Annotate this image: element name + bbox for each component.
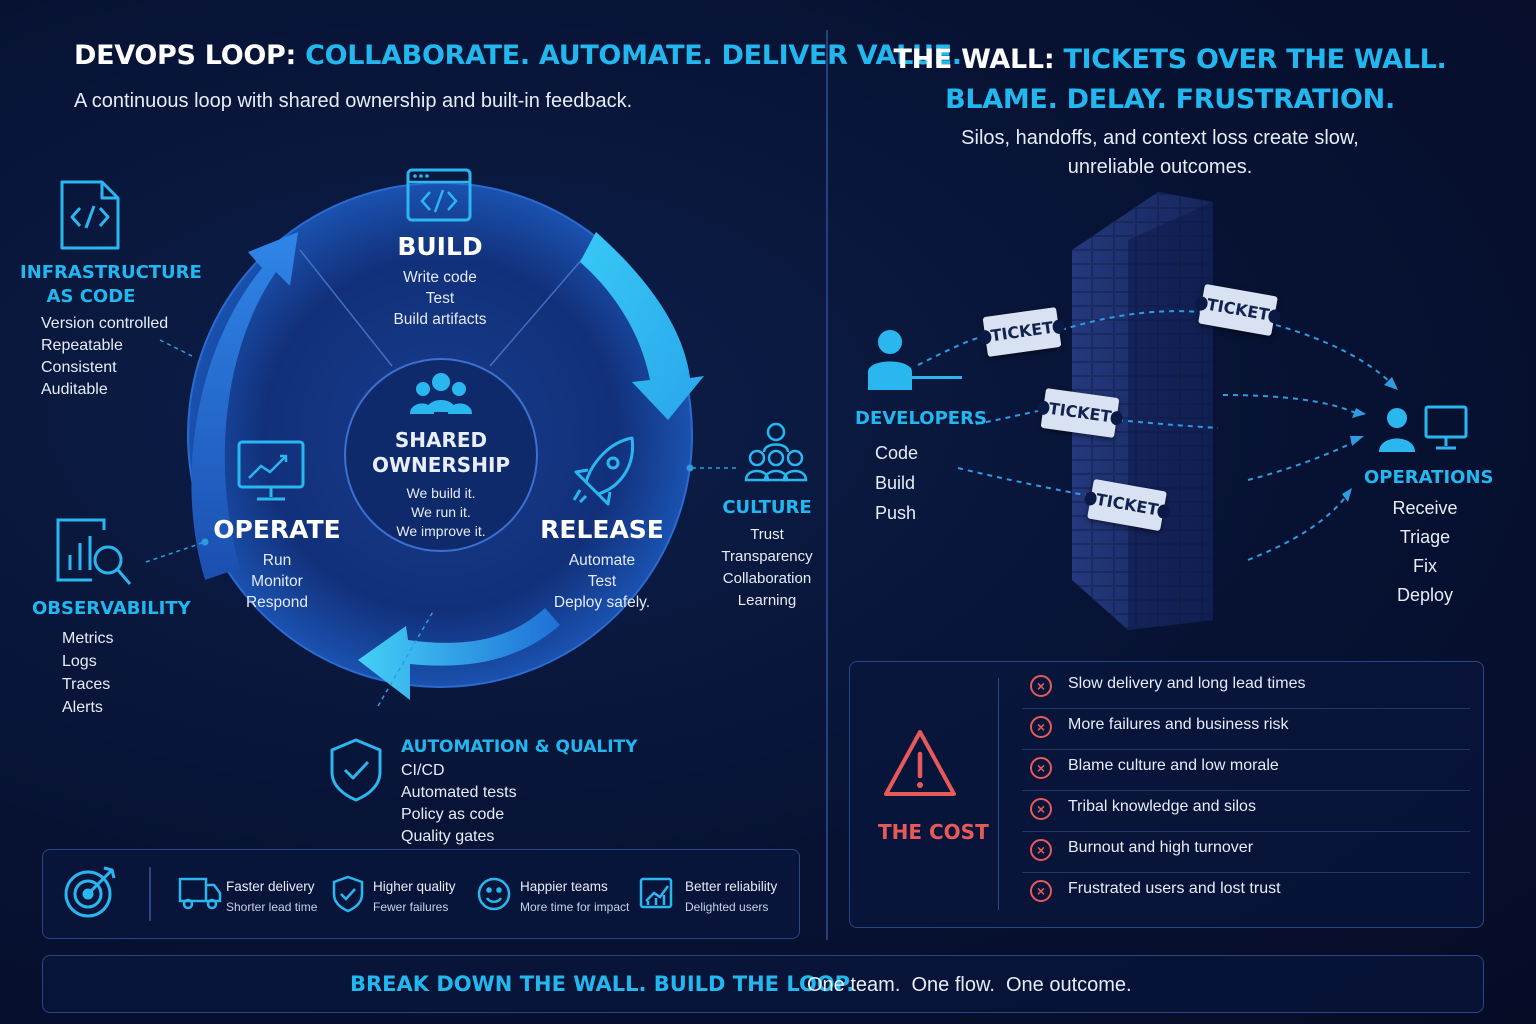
code-window-icon — [406, 168, 472, 222]
cost-item: ×Frustrated users and lost trust — [1022, 872, 1470, 913]
x-circle-icon: × — [1030, 798, 1052, 820]
left-subtitle: A continuous loop with shared ownership … — [74, 90, 633, 112]
benefit-higher-quality: Higher quality Fewer failures — [373, 879, 456, 914]
right-subtitle: Silos, handoffs, and context loss create… — [961, 127, 1359, 178]
build-stage: BUILD Write code Test Build artifacts — [380, 232, 500, 330]
left-title-highlight: COLLABORATE. AUTOMATE. DELIVER VALUE. — [305, 40, 962, 71]
operate-title: OPERATE — [213, 515, 341, 544]
chart-up-icon — [639, 877, 673, 909]
cost-item: ×Blame culture and low morale — [1022, 749, 1470, 791]
loop-arrow-bottom — [358, 608, 560, 700]
right-title-highlight: TICKETS OVER THE WALL. — [1063, 44, 1447, 75]
shield-check-icon — [330, 738, 382, 802]
loop-arrow-right — [580, 232, 704, 420]
x-circle-icon: × — [1030, 716, 1052, 738]
culture-icon — [744, 422, 808, 482]
cost-item: ×Burnout and high turnover — [1022, 831, 1470, 873]
observability-icon — [56, 518, 132, 585]
left-title: DEVOPS LOOP: COLLABORATE. AUTOMATE. DELI… — [74, 40, 962, 71]
operations-items: Receive Triage Fix Deploy — [1392, 498, 1458, 605]
operations-icon — [1379, 405, 1468, 452]
x-circle-icon: × — [1030, 675, 1052, 697]
release-items: Automate Test Deploy safely. — [553, 552, 651, 611]
culture-section: CULTURE Trust Transparency Collaboration… — [712, 497, 822, 612]
benefit-faster-delivery: Faster delivery Shorter lead time — [226, 879, 318, 914]
shared-ownership: SHARED OWNERSHIP We build it. We run it.… — [371, 428, 511, 541]
smiley-icon — [477, 877, 511, 911]
culture-items: Trust Transparency Collaboration Learnin… — [721, 526, 813, 609]
operations-section: OPERATIONS Receive Triage Fix Deploy — [1364, 467, 1494, 610]
build-title: BUILD — [397, 232, 483, 261]
right-title-prefix: THE WALL: — [893, 44, 1055, 75]
right-title: THE WALL: TICKETS OVER THE WALL. BLAME. … — [850, 40, 1490, 120]
truck-icon — [178, 877, 222, 910]
shared-ownership-title: SHARED OWNERSHIP — [371, 428, 511, 477]
team-icon — [410, 373, 472, 414]
benefits-bar — [42, 849, 800, 939]
flow-arrowheads — [1342, 377, 1398, 502]
cost-divider — [998, 678, 999, 910]
developer-icon — [868, 330, 962, 390]
shared-ownership-circle — [344, 358, 538, 552]
build-items: Write code Test Build artifacts — [393, 269, 487, 328]
cost-item: ×Slow delivery and long lead times — [1022, 667, 1470, 709]
monitor-chart-icon — [237, 440, 305, 501]
operate-stage: OPERATE Run Monitor Respond — [206, 515, 348, 613]
developers-title: DEVELOPERS — [855, 408, 987, 429]
shield-check-icon — [332, 875, 364, 913]
cost-title: THE COST — [878, 820, 989, 844]
benefit-happier-teams: Happier teams More time for impact — [520, 879, 630, 914]
culture-title: CULTURE — [722, 497, 812, 518]
benefit-better-reliability: Better reliability Delighted users — [685, 879, 778, 914]
operations-title: OPERATIONS — [1364, 467, 1494, 488]
shared-ownership-lines: We build it. We run it. We improve it. — [396, 485, 486, 539]
iac-section: INFRASTRUCTURE AS CODE — [20, 261, 202, 309]
footer-cta: BREAK DOWN THE WALL. BUILD THE LOOP. — [350, 972, 855, 996]
ticket-flow-lines — [917, 310, 1394, 561]
automation-title: AUTOMATION & QUALITY — [401, 737, 638, 757]
x-circle-icon: × — [1030, 757, 1052, 779]
devops-loop-diagram — [56, 168, 808, 802]
warning-icon — [884, 730, 956, 796]
code-document-icon — [60, 180, 120, 250]
release-title: RELEASE — [540, 515, 664, 544]
footer-banner — [42, 955, 1484, 1013]
automation-items: CI/CD Automated tests Policy as code Qua… — [401, 762, 517, 845]
right-title-line2: BLAME. DELAY. FRUSTRATION. — [945, 84, 1395, 115]
observability-items: Metrics Logs Traces Alerts — [62, 630, 114, 716]
section-divider — [826, 30, 828, 940]
iac-title: INFRASTRUCTURE AS CODE — [20, 262, 202, 307]
left-title-prefix: DEVOPS LOOP: — [74, 40, 296, 71]
target-icon — [64, 866, 116, 918]
cost-item: ×Tribal knowledge and silos — [1022, 790, 1470, 832]
cost-item: ×More failures and business risk — [1022, 708, 1470, 750]
operate-items: Run Monitor Respond — [245, 552, 309, 611]
loop-arrow-left — [191, 232, 298, 580]
observability-title: OBSERVABILITY — [32, 598, 191, 619]
developers-items: Code Build Push — [875, 443, 919, 523]
footer-tagline: One team. One flow. One outcome. — [807, 974, 1132, 996]
x-circle-icon: × — [1030, 839, 1052, 861]
x-circle-icon: × — [1030, 880, 1052, 902]
release-stage: RELEASE Automate Test Deploy safely. — [531, 515, 673, 613]
iac-items: Version controlled Repeatable Consistent… — [41, 315, 169, 398]
benefits-icons — [64, 866, 673, 921]
rocket-icon — [572, 436, 635, 506]
